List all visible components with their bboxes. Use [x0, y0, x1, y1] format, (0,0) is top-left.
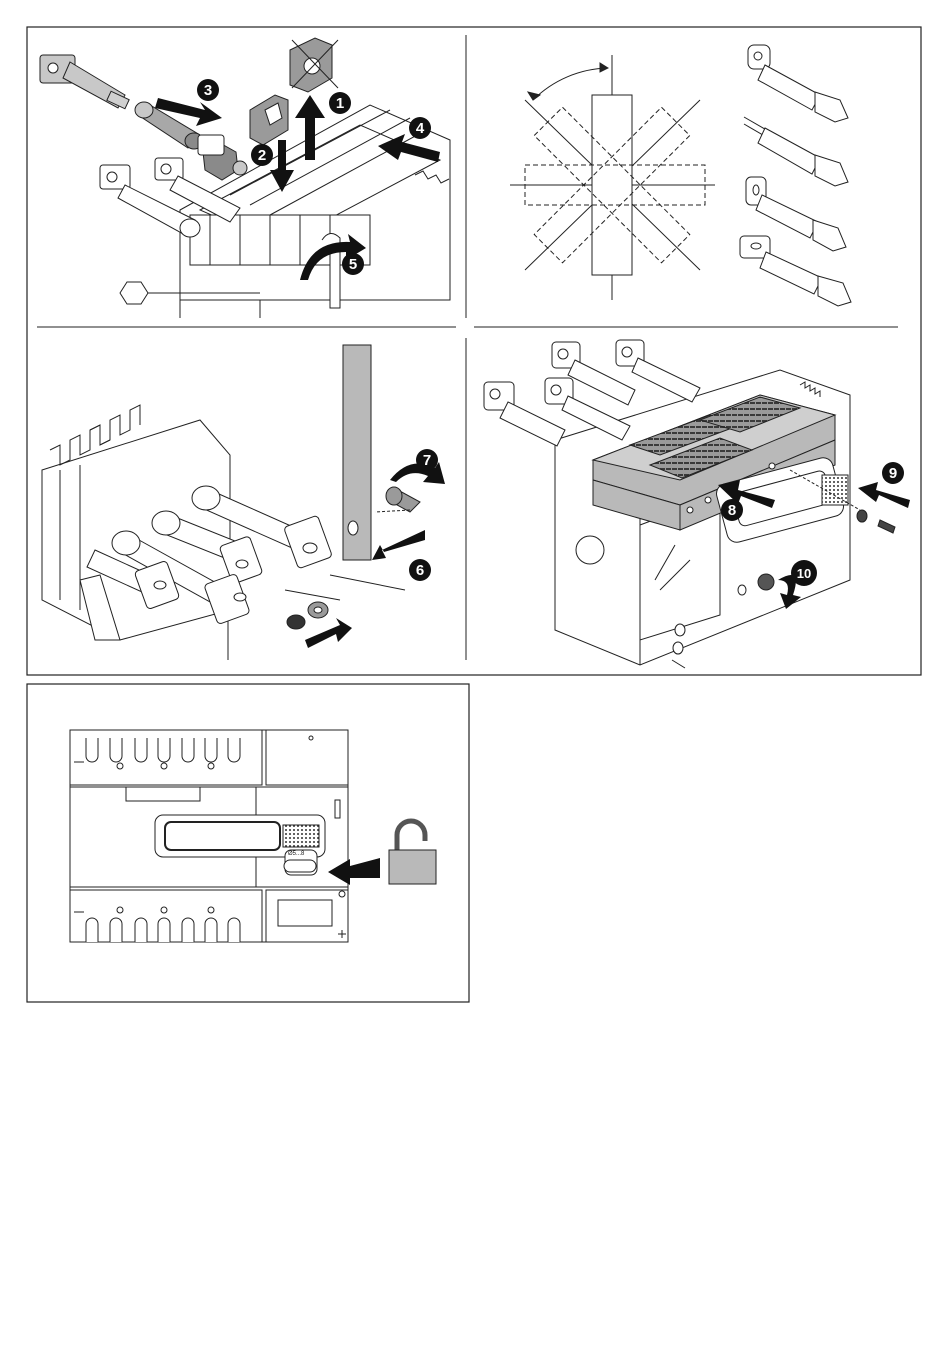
long-terminal-bolt — [40, 55, 129, 109]
top-terminal-row — [70, 730, 348, 785]
step-label-3: 3 — [204, 82, 212, 99]
terminal-type-1 — [748, 45, 848, 122]
terminal-types — [740, 45, 851, 306]
panel-mounting-positions — [510, 55, 715, 300]
terminal-cap-1 — [290, 38, 338, 92]
hexagon-wrench-icon — [120, 282, 148, 304]
padlock-diameter-label: Ø5...8 — [288, 851, 305, 857]
panel-padlocking: Ø5...8 — [70, 730, 436, 942]
arrow-washer — [305, 618, 352, 648]
step-label-7: 7 — [423, 452, 431, 469]
panel-terminal-cover — [484, 340, 895, 668]
step-label-6: 6 — [416, 562, 424, 579]
step-label-8: 8 — [728, 502, 736, 519]
panel-terminal-assembly — [40, 38, 450, 318]
middle-section: Ø5...8 — [70, 787, 348, 887]
terminal-cap-2 — [250, 95, 288, 145]
nut-end — [233, 161, 247, 175]
padlock-icon — [389, 821, 436, 884]
step-label-5: 5 — [349, 256, 357, 273]
step-label-4: 4 — [416, 120, 425, 137]
panel-busbar-connection — [42, 345, 420, 660]
terminal-type-2 — [744, 117, 848, 186]
arrow-step-6 — [372, 530, 425, 560]
busbar-hole — [348, 521, 358, 535]
arc-arrowhead-right — [600, 63, 608, 72]
bottom-terminal-row — [70, 890, 348, 942]
arc-arrowhead-left — [528, 92, 540, 100]
position-vertical — [592, 95, 632, 275]
step-label-10: 10 — [797, 566, 811, 581]
step-label-1: 1 — [336, 95, 344, 112]
step-label-9: 9 — [889, 465, 897, 482]
step-label-2: 2 — [258, 147, 266, 164]
arrow-step-9 — [858, 482, 910, 508]
